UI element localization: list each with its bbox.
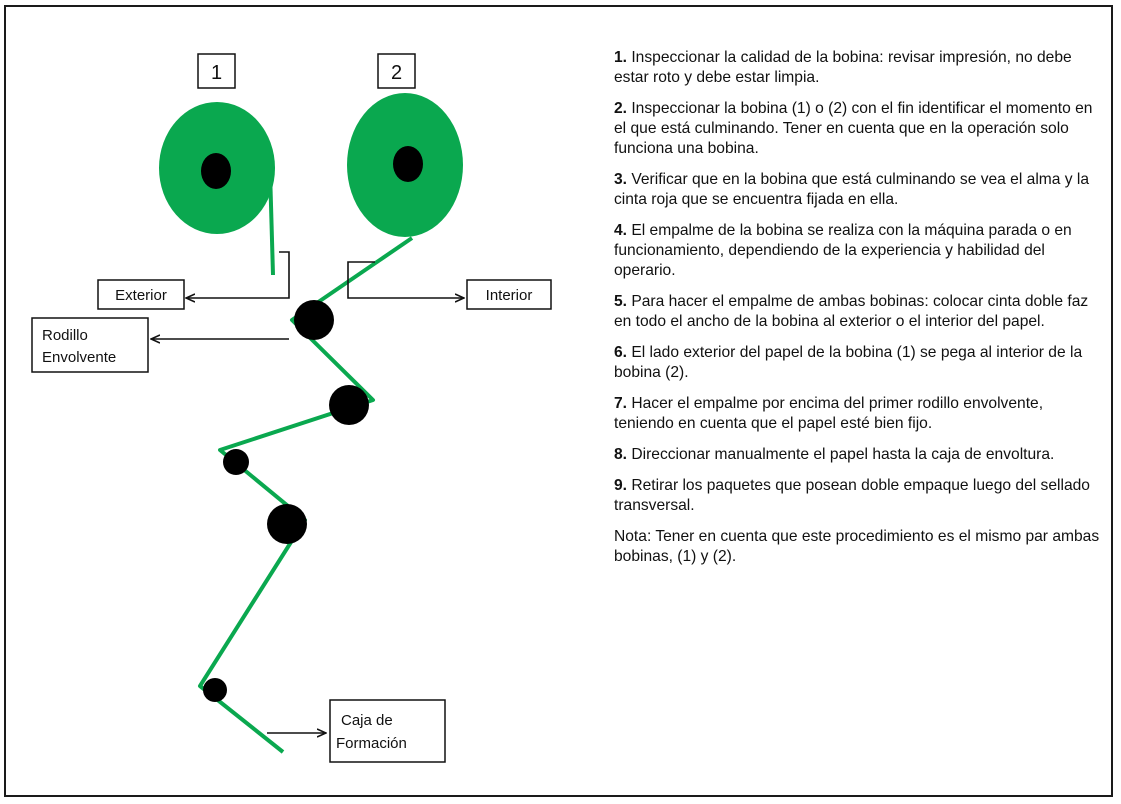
step-6-number: 6.: [614, 344, 628, 361]
roller-1: [294, 300, 334, 340]
step-6: 6. El lado exterior del papel de la bobi…: [614, 343, 1104, 383]
spool-1-core: [201, 153, 231, 189]
step-4-number: 4.: [614, 222, 628, 239]
step-8-number: 8.: [614, 446, 628, 463]
step-5-number: 5.: [614, 293, 628, 310]
roller-3: [223, 449, 249, 475]
step-6-text: El lado exterior del papel de la bobina …: [614, 344, 1083, 381]
spool-1-label-box: [197, 53, 236, 89]
interior-arrow: [347, 261, 464, 298]
step-3-text: Verificar que en la bobina que está culm…: [614, 171, 1090, 208]
step-8: 8. Direccionar manualmente el papel hast…: [614, 445, 1104, 465]
step-3: 3. Verificar que en la bobina que está c…: [614, 170, 1104, 210]
step-7-number: 7.: [614, 395, 628, 412]
spool-1-label: 1: [211, 62, 222, 84]
caja-label-line1: Caja de: [341, 712, 393, 729]
caja-label-box: [329, 699, 446, 763]
rodillo-label-box: [31, 317, 149, 373]
spool-2-core: [393, 146, 423, 182]
interior-label-box: [466, 279, 552, 310]
step-2: 2. Inspeccionar la bobina (1) o (2) con …: [614, 99, 1104, 159]
step-7-text: Hacer el empalme por encima del primer r…: [614, 395, 1044, 432]
step-1-text: Inspeccionar la calidad de la bobina: re…: [614, 49, 1072, 86]
step-3-number: 3.: [614, 171, 628, 188]
rodillo-label-line2: Envolvente: [42, 349, 116, 366]
paper-path: [198, 236, 414, 754]
roller-5: [203, 678, 227, 702]
step-9: 9. Retirar los paquetes que posean doble…: [614, 476, 1104, 516]
step-2-number: 2.: [614, 100, 628, 117]
step-1: 1. Inspeccionar la calidad de la bobina:…: [614, 48, 1104, 88]
procedure-steps: 1. Inspeccionar la calidad de la bobina:…: [614, 48, 1104, 578]
step-8-text: Direccionar manualmente el papel hasta l…: [627, 446, 1055, 463]
step-9-number: 9.: [614, 477, 628, 494]
exterior-label: Exterior: [115, 287, 167, 304]
exterior-label-box: [97, 279, 185, 310]
step-5-text: Para hacer el empalme de ambas bobinas: …: [614, 293, 1089, 330]
step-9-text: Retirar los paquetes que posean doble em…: [614, 477, 1090, 514]
note: Nota: Tener en cuenta que este procedimi…: [614, 528, 1100, 565]
roller-4: [267, 504, 307, 544]
interior-label: Interior: [486, 287, 533, 304]
step-1-number: 1.: [614, 49, 628, 66]
roller-2: [329, 385, 369, 425]
rodillo-label-line1: Rodillo: [42, 327, 88, 344]
step-5: 5. Para hacer el empalme de ambas bobina…: [614, 292, 1104, 332]
step-7: 7. Hacer el empalme por encima del prime…: [614, 394, 1104, 434]
spool-2-label: 2: [391, 62, 402, 84]
step-4-text: El empalme de la bobina se realiza con l…: [614, 222, 1072, 279]
step-2-text: Inspeccionar la bobina (1) o (2) con el …: [614, 100, 1093, 157]
step-4: 4. El empalme de la bobina se realiza co…: [614, 221, 1104, 281]
caja-label-line2: Formación: [336, 735, 407, 752]
exterior-arrow: [186, 251, 290, 298]
paper-strip-spool-1: [268, 169, 275, 276]
spool-2-label-box: [377, 53, 416, 89]
